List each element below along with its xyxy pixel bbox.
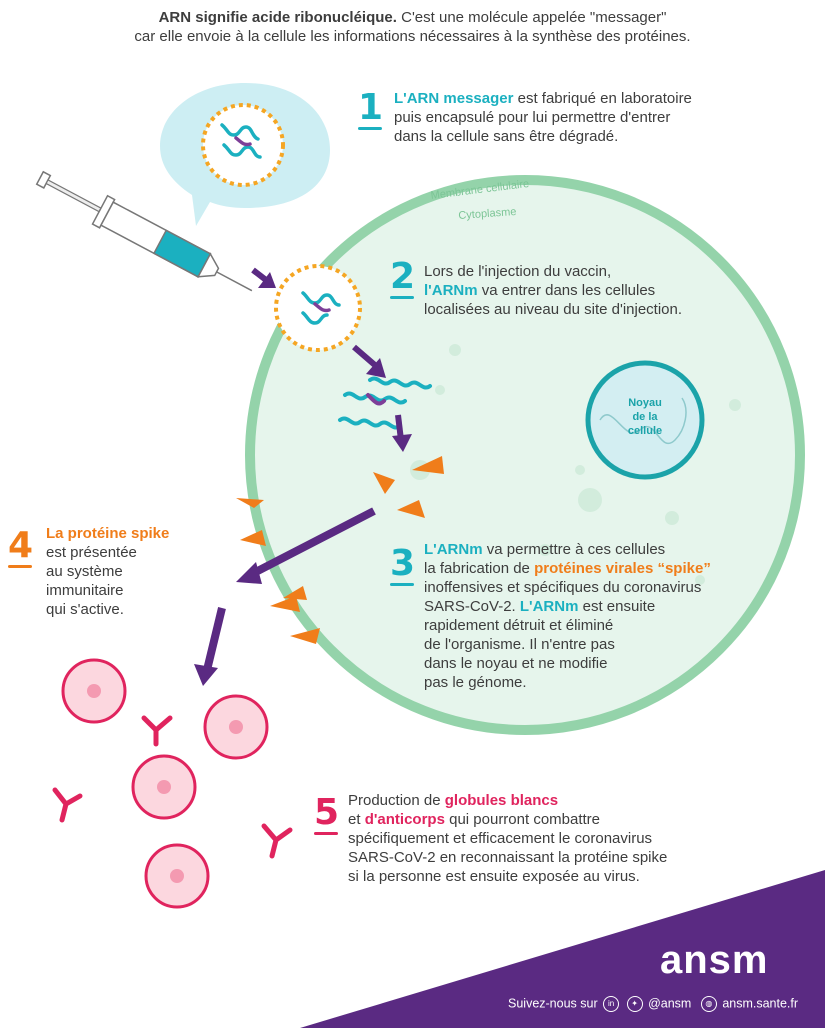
- step2-text: Lors de l'injection du vaccin, l'ARNm va…: [424, 263, 683, 318]
- linkedin-icon[interactable]: in: [603, 996, 620, 1012]
- nucleus: [585, 360, 705, 480]
- step4-number: 4: [8, 525, 34, 568]
- nucleus-dna: [599, 397, 687, 445]
- ansm-logo: ansm: [660, 938, 769, 982]
- footer-social: Suivez-nous sur in ✦ @ansm ◍ ansm.sante.…: [508, 996, 798, 1012]
- nucleus-label: Noyau de la cellule: [615, 396, 675, 438]
- follow-label: Suivez-nous sur: [508, 996, 598, 1011]
- website-link[interactable]: ansm.sante.fr: [722, 996, 799, 1011]
- intro-line2: car elle envoie à la cellule les informa…: [134, 28, 691, 45]
- syringe: [35, 170, 253, 292]
- step2-number: 2: [390, 256, 416, 299]
- white-blood-cell-nuclei: [87, 684, 243, 883]
- footer-band: [300, 870, 825, 1028]
- step1-number: 1: [358, 87, 384, 130]
- intro-line1: C'est une molécule appelée "messager": [396, 9, 667, 26]
- step3-number: 3: [390, 543, 416, 586]
- spike-proteins: [236, 456, 444, 644]
- released-mrna: [338, 376, 432, 430]
- cell-membrane: [245, 175, 805, 735]
- nucleus-label-l2: de la: [632, 411, 658, 423]
- globe-icon: ◍: [700, 996, 717, 1012]
- nucleus-label-l1: Noyau: [628, 397, 662, 409]
- intro-bold: ARN signifie acide ribonucléique.: [158, 9, 397, 26]
- twitter-icon[interactable]: ✦: [626, 996, 643, 1012]
- step5-number: 5: [314, 792, 340, 835]
- twitter-handle[interactable]: @ansm: [648, 996, 692, 1011]
- nucleus-label-l3: cellule: [627, 425, 663, 437]
- process-arrows: [194, 267, 412, 686]
- intro-text: ARN signifie acide ribonucléique. C'est …: [0, 8, 825, 46]
- step4-text: La protéine spike est présentée au systè…: [46, 525, 170, 618]
- step3-text: L'ARNm va permettre à ces cellules la fa…: [424, 541, 711, 691]
- step5-text: Production de globules blancs et d'antic…: [348, 792, 668, 885]
- mrna-strand: [220, 123, 262, 159]
- step1-text: L'ARN messager est fabriqué en laboratoi…: [394, 90, 692, 145]
- antibodies: [52, 715, 293, 859]
